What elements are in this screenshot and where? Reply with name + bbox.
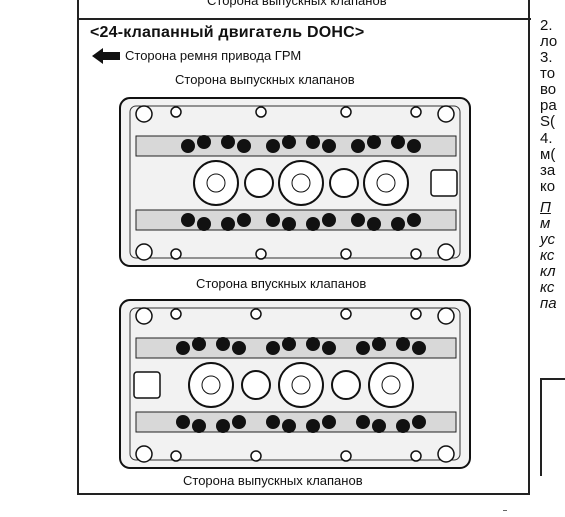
scan-mark	[503, 510, 507, 511]
cylinder-head-diagram-2	[119, 299, 471, 469]
right-line-3: 3.	[540, 49, 553, 66]
right-line-11: ко	[540, 178, 556, 195]
right-note-7: па	[540, 295, 557, 312]
right-note-4: кс	[540, 247, 555, 264]
right-note-3: ус	[540, 231, 555, 248]
left-border	[77, 0, 79, 494]
diagram1-bottom-label: Сторона впускных клапанов	[196, 276, 367, 291]
right-line-4: то	[540, 65, 556, 82]
top-caption: Сторона выпускных клапанов	[207, 0, 387, 8]
center-divider	[528, 0, 530, 494]
right-note-6: кс	[540, 279, 555, 296]
right-note-1: П	[540, 199, 551, 216]
section-title: <24-клапанный двигатель DOHC>	[90, 24, 365, 41]
diagram2-bottom-label: Сторона выпускных клапанов	[183, 473, 363, 488]
left-arrow-icon	[92, 48, 120, 64]
right-line-6: ра	[540, 97, 557, 114]
diagram1-top-label: Сторона выпускных клапанов	[175, 72, 355, 87]
right-line-8: 4.	[540, 130, 553, 147]
right-note-5: кл	[540, 263, 556, 280]
right-note-2: м	[540, 215, 551, 232]
cylinder-head-diagram-1	[119, 97, 471, 267]
right-line-1: 2.	[540, 17, 553, 34]
top-border	[77, 18, 531, 20]
right-line-7: S(	[540, 113, 555, 130]
right-line-2: ло	[540, 33, 558, 50]
right-line-5: во	[540, 81, 557, 98]
right-line-10: за	[540, 162, 556, 179]
bottom-border	[77, 493, 530, 495]
arrow-label: Сторона ремня привода ГРМ	[125, 48, 302, 63]
partial-box	[540, 378, 565, 476]
right-line-9: м(	[540, 146, 556, 163]
